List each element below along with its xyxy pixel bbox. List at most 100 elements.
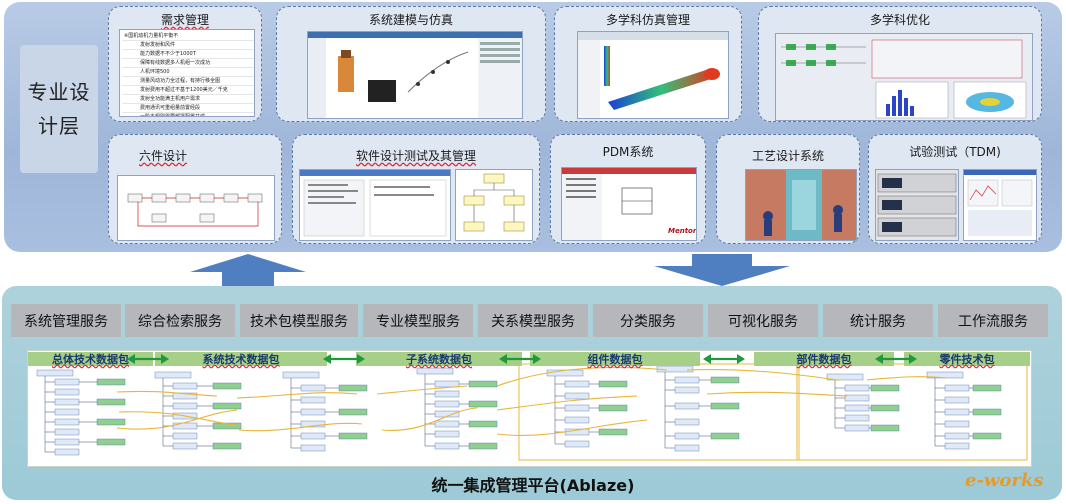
tree-node <box>300 444 326 452</box>
requirement-item[interactable]: 发射发射和风件 <box>122 41 254 50</box>
tdm-software-screenshot <box>963 169 1037 241</box>
tree-node <box>564 404 590 412</box>
tree-node <box>674 444 700 452</box>
tree-node <box>54 408 80 416</box>
requirement-item[interactable]: 费用通讯可重组量前置经段 <box>122 104 254 113</box>
tree-node <box>154 371 192 379</box>
tree-node <box>944 420 970 428</box>
tree-node <box>96 438 126 446</box>
tree-node <box>212 382 242 390</box>
tree-node <box>54 418 80 426</box>
service-box[interactable]: 统计服务 <box>823 304 933 337</box>
tree-node <box>710 432 740 440</box>
tree-node <box>434 442 460 450</box>
tree-node <box>674 386 700 394</box>
tree-node <box>944 408 970 416</box>
package-bar: 总体技术数据包 <box>28 352 153 366</box>
tree-node <box>282 371 320 379</box>
tree-node <box>972 384 1002 392</box>
requirement-item[interactable]: 发射全功能满主机用户需求 <box>122 95 254 104</box>
requirement-item[interactable]: 发射费用不超过不基于1200美元／千克 <box>122 86 254 95</box>
module-title: 试验测试（TDM) <box>909 145 1001 159</box>
requirement-item[interactable]: 测量风动功力全过程，有持行移全图 <box>122 77 254 86</box>
tree-node <box>212 442 242 450</box>
double-arrow <box>127 354 169 364</box>
module-six-part-design[interactable]: 六件设计 <box>108 134 282 244</box>
package-bar: 部件数据包 <box>754 352 894 366</box>
software-uml-screenshot <box>455 169 533 241</box>
tree-node <box>54 398 80 406</box>
simulation-contour-illustration <box>578 32 728 118</box>
tree-node <box>944 396 970 404</box>
pdm-screenshot: Mentor <box>561 167 697 241</box>
tree-node <box>172 442 198 450</box>
module-modeling[interactable]: 系统建模与仿真 <box>276 6 546 122</box>
service-box[interactable]: 关系模型服务 <box>478 304 588 337</box>
platform-title: 统一集成管理平台(Ablaze) <box>431 476 635 495</box>
tree-node <box>96 418 126 426</box>
tree-node <box>546 369 584 377</box>
modeling-illustration <box>308 32 522 118</box>
tree-node <box>338 384 368 392</box>
service-box[interactable]: 技术包模型服务 <box>240 304 358 337</box>
module-pdm[interactable]: PDM系统 Mentor <box>550 134 706 244</box>
tree-node <box>434 400 460 408</box>
tree-node <box>870 404 900 412</box>
module-title: 多学科优化 <box>869 13 930 27</box>
tree-node <box>54 378 80 386</box>
package-bar: 子系统数据包 <box>356 352 522 366</box>
double-arrow <box>499 354 541 364</box>
service-box[interactable]: 专业模型服务 <box>363 304 473 337</box>
module-title: 系统建模与仿真 <box>368 13 453 27</box>
tree-node <box>300 384 326 392</box>
up-arrow <box>190 254 306 286</box>
six-part-screenshot <box>117 175 275 241</box>
tree-node <box>598 380 628 388</box>
module-process-design[interactable]: 工艺设计系统 <box>716 134 860 244</box>
package-link-arrows <box>127 354 917 364</box>
optimization-workflow-illustration <box>776 34 1032 120</box>
requirement-item[interactable]: 一阶本规则需要部署配置并成 <box>122 113 254 116</box>
tree-node <box>674 376 700 384</box>
data-package-trees <box>36 363 1028 461</box>
requirement-item[interactable]: 保障有线数据多人机组一次成功 <box>122 59 254 68</box>
tree-node <box>434 380 460 388</box>
service-box[interactable]: 可视化服务 <box>708 304 818 337</box>
tree-node <box>844 424 870 432</box>
optimization-screenshot <box>775 33 1033 121</box>
module-title: 六件设计 <box>139 149 188 163</box>
tree-node <box>844 384 870 392</box>
test-hardware-illustration <box>877 173 957 237</box>
service-box[interactable]: 分类服务 <box>593 304 703 337</box>
process-scene-illustration <box>746 170 856 240</box>
module-software[interactable]: 软件设计测试及其管理 <box>292 134 540 244</box>
tree-node <box>674 402 700 410</box>
service-box[interactable]: 系统管理服务 <box>11 304 121 337</box>
module-tdm[interactable]: 试验测试（TDM) <box>868 134 1042 244</box>
service-box[interactable]: 工作流服务 <box>938 304 1048 337</box>
tree-node <box>972 432 1002 440</box>
mentor-logo: Mentor <box>668 227 697 235</box>
double-arrow <box>875 354 917 364</box>
requirement-item[interactable]: 人机环境500 <box>122 68 254 77</box>
requirement-item[interactable]: ※国机动机力量机平衡不 <box>122 32 254 41</box>
requirement-item[interactable]: 能力数据不不少于1000T <box>122 50 254 59</box>
tree-node <box>564 440 590 448</box>
tree-node <box>172 402 198 410</box>
tree-node <box>54 448 80 456</box>
tree-node <box>826 373 864 381</box>
uml-diagram-illustration <box>463 173 525 232</box>
multiphysics-screenshot <box>577 31 729 119</box>
tree-node <box>468 420 498 428</box>
test-software-illustration <box>964 170 1036 236</box>
tree-node <box>598 428 628 436</box>
service-box[interactable]: 综合检索服务 <box>125 304 235 337</box>
module-optimization[interactable]: 多学科优化 <box>758 6 1042 122</box>
tree-node <box>172 432 198 440</box>
module-multiphysics[interactable]: 多学科仿真管理 <box>554 6 742 122</box>
tree-node <box>674 432 700 440</box>
tree-node <box>434 390 460 398</box>
pdm-ui-illustration <box>562 168 696 240</box>
